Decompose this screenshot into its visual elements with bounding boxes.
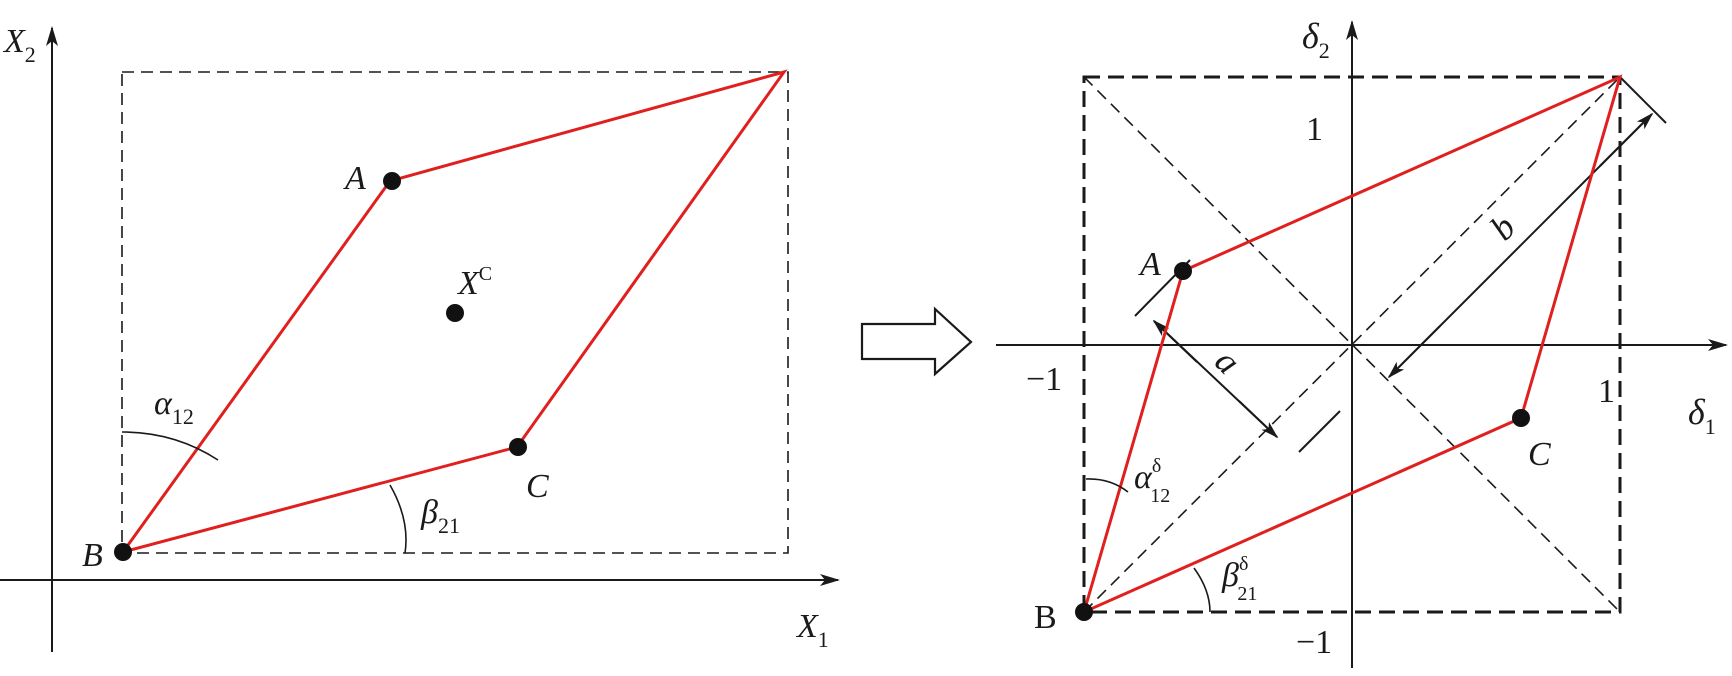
right-unit-square	[1082, 75, 1622, 614]
right-anti-diagonal	[1083, 76, 1621, 613]
left-beta-arc	[389, 484, 407, 554]
left-point-b-label: B	[82, 537, 103, 574]
left-point-c-dot	[509, 438, 527, 456]
right-dim-a-line	[1153, 320, 1278, 438]
left-alpha-label: α12	[154, 385, 194, 429]
left-x-axis-label: X1	[795, 608, 829, 652]
right-tick-neg-x: −1	[1026, 361, 1062, 398]
left-point-c-label: C	[526, 468, 549, 505]
right-alpha-arc	[1085, 478, 1129, 493]
right-point-a-dot	[1174, 262, 1192, 280]
left-point-a-dot	[383, 172, 401, 190]
right-point-c-label: C	[1528, 436, 1551, 473]
right-delta2-label: δ2	[1302, 16, 1330, 63]
right-beta-arc	[1193, 567, 1211, 613]
right-main-diagonal	[1083, 76, 1621, 613]
right-dim-b-ext	[1619, 76, 1667, 124]
left-point-a-label: A	[343, 160, 366, 197]
left-alpha-arc	[121, 431, 219, 461]
right-delta1-label: δ1	[1688, 392, 1716, 439]
right-dim-b-arrow-start	[1387, 325, 1441, 379]
right-dim-a-label: a	[1207, 341, 1248, 382]
left-point-b-dot	[114, 543, 132, 561]
hollow-right-arrow-icon	[860, 306, 973, 377]
left-beta-label: β21	[420, 494, 460, 538]
right-dim-b-label: b	[1482, 207, 1523, 248]
left-panel: X1 X2 A B C XC α12 β21	[0, 23, 840, 652]
right-tick-pos-y: 1	[1306, 111, 1323, 148]
left-y-axis-label: X2	[2, 23, 36, 67]
left-bounding-box	[121, 71, 789, 554]
right-dim-a-ext-2	[1298, 410, 1341, 453]
right-tick-pos-x: 1	[1598, 373, 1615, 410]
right-tick-neg-y: −1	[1296, 624, 1332, 661]
left-center-label: XC	[456, 263, 492, 302]
right-dim-b-arrow-end	[1599, 112, 1654, 167]
right-point-b-label: B	[1034, 599, 1057, 636]
right-point-c-dot	[1512, 409, 1530, 427]
right-parallelogram	[1081, 74, 1623, 615]
right-point-a-label: A	[1138, 246, 1161, 283]
right-point-b-dot	[1075, 603, 1093, 621]
left-center-dot	[446, 304, 464, 322]
left-parallelogram	[119, 69, 788, 555]
